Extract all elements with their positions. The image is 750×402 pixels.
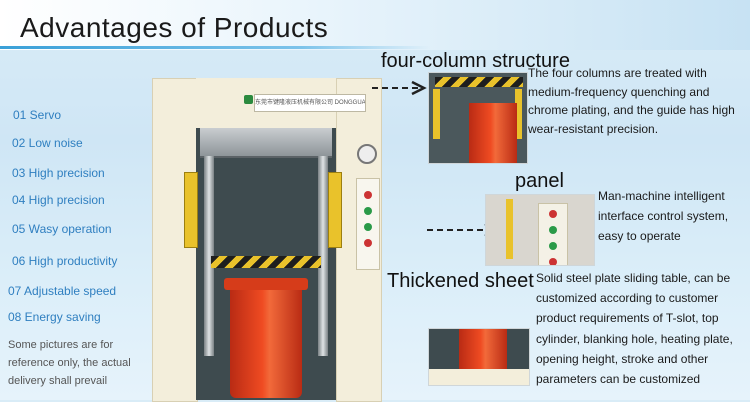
panel-thumbnail <box>485 194 595 266</box>
machine-nameplate: 东莞市键隆液压机械有限公司 DONGGUAN JIANLONG HYDRAULI… <box>254 94 366 112</box>
guide-column <box>204 156 214 356</box>
guide-column <box>318 156 328 356</box>
section-description-panel: Man-machine intelligent interface contro… <box>598 189 729 243</box>
control-panel <box>356 178 380 270</box>
upper-platen <box>200 128 332 158</box>
hydraulic-cylinder <box>224 278 308 398</box>
machine-top-beam: 东莞市键隆液压机械有限公司 DONGGUAN JIANLONG HYDRAULI… <box>196 78 366 129</box>
hazard-stripe <box>435 77 523 87</box>
feature-item: 04 High precision <box>12 193 105 207</box>
hydraulic-cylinder <box>459 329 507 373</box>
title-underline <box>0 46 430 49</box>
hazard-stripe <box>211 256 321 268</box>
title-bar: Advantages of Products <box>0 0 750 50</box>
disclaimer-note: Some pictures are for reference only, th… <box>8 339 131 387</box>
feature-item: 01 Servo <box>13 108 62 122</box>
control-panel <box>538 203 568 265</box>
indicator-light <box>549 210 557 218</box>
section-description-four-column: The four columns are treated with medium… <box>528 66 735 136</box>
feature-item: 07 Adjustable speed <box>8 284 117 298</box>
section-heading-four-column: four-column structure <box>381 50 570 72</box>
hydraulic-cylinder <box>469 103 517 163</box>
feature-item: 03 High precision <box>12 166 105 180</box>
machine-inner <box>184 128 342 400</box>
sliding-table <box>429 369 529 385</box>
safety-bracket <box>515 89 522 139</box>
page-title: Advantages of Products <box>20 12 329 43</box>
arrow-right-dashed-icon <box>372 80 427 96</box>
safety-bracket <box>328 172 342 248</box>
indicator-light <box>364 191 372 199</box>
safety-bracket <box>184 172 198 248</box>
thickened-sheet-thumbnail <box>428 328 530 386</box>
indicator-light <box>364 223 372 231</box>
section-description-thickened-sheet: Solid steel plate sliding table, can be … <box>536 271 733 387</box>
section-heading-thickened-sheet: Thickened sheet <box>387 270 534 292</box>
safety-bracket <box>433 89 440 139</box>
feature-item: 08 Energy saving <box>8 310 101 324</box>
indicator-light <box>549 226 557 234</box>
indicator-light <box>549 242 557 250</box>
indicator-light <box>364 207 372 215</box>
section-heading-panel: panel <box>515 170 564 192</box>
indicator-light <box>364 239 372 247</box>
safety-bracket <box>506 199 513 259</box>
feature-item: 06 High productivity <box>12 254 118 268</box>
pressure-gauge-icon <box>357 144 377 164</box>
company-logo-icon <box>244 95 253 104</box>
indicator-light <box>549 258 557 265</box>
feature-item: 05 Wasy operation <box>12 222 112 236</box>
feature-item: 02 Low noise <box>12 136 83 150</box>
hydraulic-press-image: 东莞市键隆液压机械有限公司 DONGGUAN JIANLONG HYDRAULI… <box>152 78 382 402</box>
four-column-thumbnail <box>428 72 528 164</box>
